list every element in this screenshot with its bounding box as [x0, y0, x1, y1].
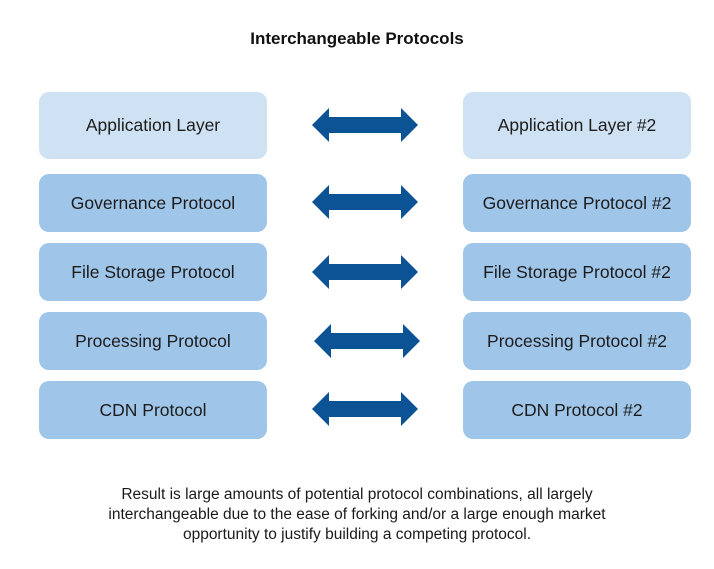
caption-line: opportunity to justify building a compet…	[182, 526, 532, 543]
box-label: File Storage Protocol #2	[483, 261, 671, 282]
left-box-processing-protocol: Processing Protocol	[39, 312, 267, 370]
left-box-application-layer: Application Layer	[39, 92, 267, 159]
right-box-governance-protocol-2: Governance Protocol #2	[463, 174, 691, 232]
box-label: Application Layer #2	[497, 115, 657, 135]
box-label: Processing Protocol	[75, 330, 231, 351]
box-label: File Storage Protocol	[71, 261, 235, 282]
caption: Result is large amounts of potential pro…	[0, 485, 714, 545]
diagram-title: Interchangeable Protocols	[250, 29, 464, 48]
left-box-file-storage-protocol: File Storage Protocol	[39, 243, 267, 301]
box-label: CDN Protocol	[99, 399, 207, 420]
caption-line: Result is large amounts of potential pro…	[121, 486, 593, 503]
right-box-application-layer-2: Application Layer #2	[463, 92, 691, 159]
double-arrow-icon	[312, 185, 418, 219]
double-arrow-icon	[312, 255, 418, 289]
box-label: Governance Protocol	[70, 192, 236, 213]
left-box-governance-protocol: Governance Protocol	[39, 174, 267, 232]
left-box-cdn-protocol: CDN Protocol	[39, 381, 267, 439]
box-label: Processing Protocol #2	[487, 330, 667, 351]
right-box-file-storage-protocol-2: File Storage Protocol #2	[463, 243, 691, 301]
right-box-processing-protocol-2: Processing Protocol #2	[463, 312, 691, 370]
box-label: CDN Protocol #2	[511, 399, 643, 420]
double-arrow-icon	[314, 324, 420, 358]
double-arrow-icon	[312, 108, 418, 142]
double-arrow-icon	[312, 392, 418, 426]
box-label: Application Layer	[85, 115, 221, 135]
caption-line: interchangeable due to the ease of forki…	[108, 506, 606, 523]
box-label: Governance Protocol #2	[482, 192, 672, 213]
right-box-cdn-protocol-2: CDN Protocol #2	[463, 381, 691, 439]
